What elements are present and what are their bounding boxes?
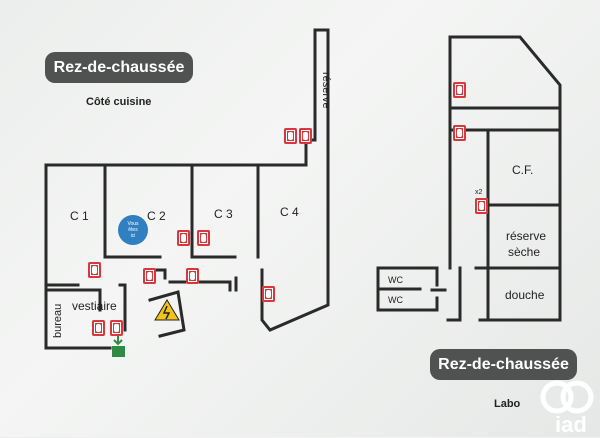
iad-logo-icon — [540, 380, 594, 414]
fire-extinguisher-icon — [262, 286, 275, 302]
fire-extinguisher-icon — [453, 82, 466, 98]
fire-extinguisher-icon — [143, 268, 156, 284]
room-wc-2: WC — [388, 295, 403, 305]
room-cf: C.F. — [512, 163, 534, 177]
room-c4: C 4 — [280, 205, 299, 219]
badge-line-1: Vous — [127, 221, 139, 227]
main-wing-caption: Côté cuisine — [86, 96, 152, 108]
room-reserve-seche-line1: réserve — [506, 229, 547, 243]
fire-extinguisher-icon — [177, 230, 190, 246]
room-c3: C 3 — [214, 207, 233, 221]
fire-extinguisher-icon — [453, 125, 466, 141]
fire-extinguisher-icon — [110, 320, 123, 336]
you-are-here-badge: Vous êtes ici — [118, 215, 148, 245]
high-voltage-icon — [154, 299, 180, 321]
badge-line-2: êtes — [128, 227, 138, 233]
room-wc-1: WC — [388, 275, 403, 285]
extinguisher-count-label: x2 — [475, 189, 483, 196]
room-reserve-seche-line2: sèche — [508, 245, 541, 259]
lab-wing-caption: Labo — [494, 398, 521, 410]
room-vestiaire: vestiaire — [72, 299, 117, 313]
fire-extinguisher-icon — [92, 320, 105, 336]
fire-extinguisher-icon — [88, 262, 101, 278]
iad-logo-text: iad — [555, 412, 587, 437]
ground-floor-title-main: Rez-de-chaussée — [45, 52, 193, 83]
room-douche: douche — [505, 288, 545, 302]
emergency-exit-sign-icon — [112, 346, 125, 357]
fire-extinguisher-icon — [197, 230, 210, 246]
ground-floor-title-lab: Rez-de-chaussée — [430, 349, 577, 380]
fire-extinguisher-icon — [299, 128, 312, 144]
room-bureau: bureau — [52, 303, 64, 338]
fire-extinguisher-icon — [475, 198, 488, 214]
room-c2: C 2 — [147, 209, 166, 223]
badge-line-3: ici — [130, 233, 136, 239]
fire-extinguisher-icon — [186, 268, 199, 284]
fire-extinguisher-icon — [284, 128, 297, 144]
room-reserve: réserve — [320, 72, 332, 109]
room-c1: C 1 — [70, 209, 89, 223]
